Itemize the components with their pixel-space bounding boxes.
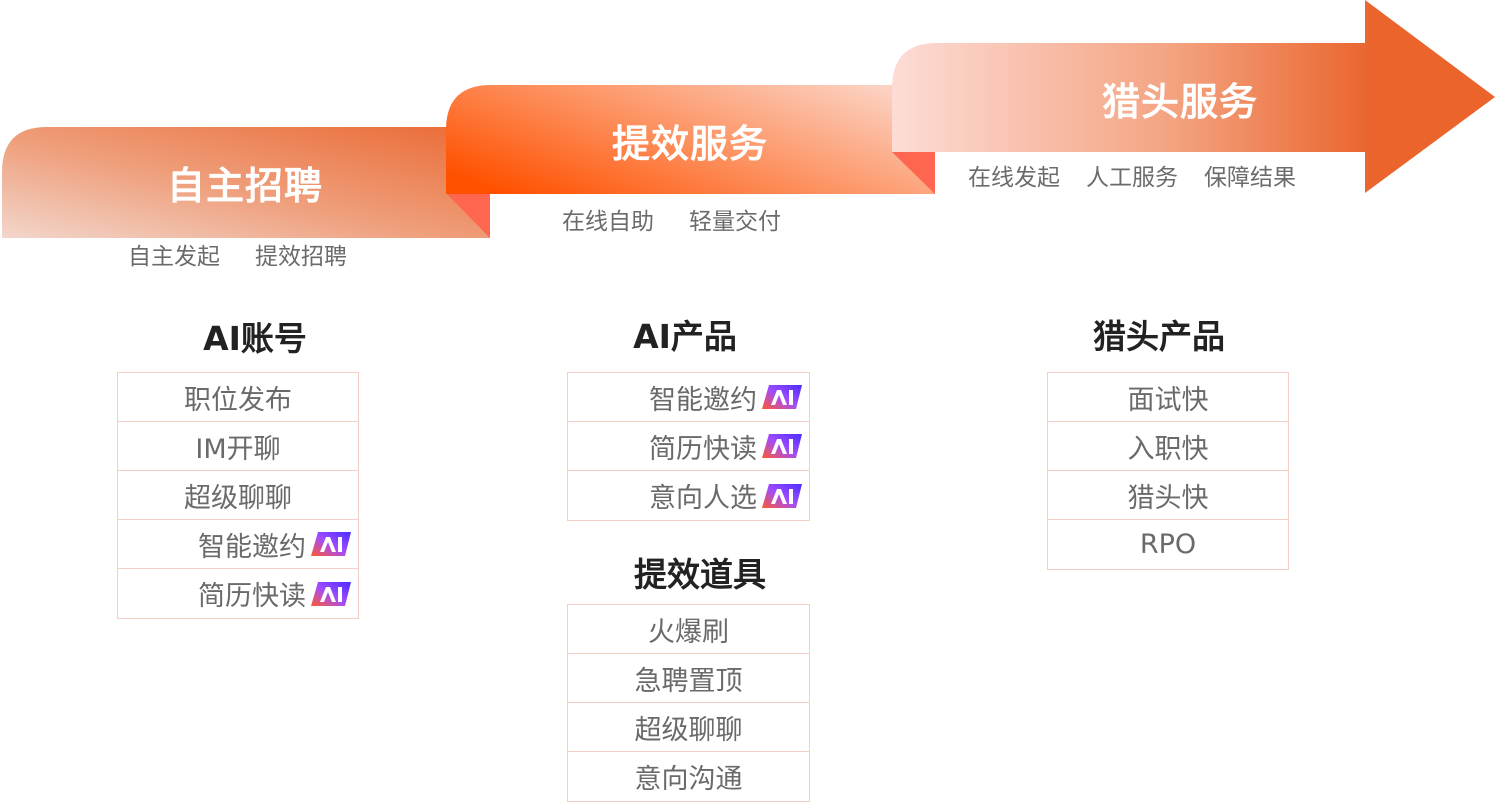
list-item: 简历快读: [118, 569, 358, 618]
ai-badge-icon: [762, 483, 802, 508]
boost-tools-list: 火爆刷急聘置顶超级聊聊意向沟通: [567, 604, 810, 802]
stage-2-fold: [892, 152, 935, 194]
column-title-ai-products: AI产品: [633, 317, 737, 356]
list-item: 急聘置顶: [568, 654, 809, 703]
list-item-label: 职位发布: [184, 384, 292, 416]
list-item-label: 智能邀约: [198, 531, 306, 563]
stage-3-subtitle: 人工服务: [1086, 165, 1178, 191]
list-item-label: 急聘置顶: [634, 665, 743, 697]
list-item-label: 超级聊聊: [634, 714, 743, 746]
column-title-boost-tools: 提效道具: [634, 555, 766, 594]
stage-2-subtitles: 在线自助 轻量交付: [562, 202, 781, 236]
stage-2-subtitle: 轻量交付: [689, 209, 781, 235]
column-title-headhunter-products: 猎头产品: [1093, 317, 1225, 356]
list-item-label: 火爆刷: [648, 616, 729, 648]
list-item-label: 简历快读: [649, 433, 757, 465]
stage-1-fold: [446, 193, 490, 238]
list-item: 火爆刷: [568, 605, 809, 654]
ai-badge-icon: [762, 385, 802, 409]
list-item-label: 猎头快: [1127, 482, 1209, 514]
stage-3-subtitle: 保障结果: [1204, 165, 1296, 191]
stage-1-ribbon: [2, 127, 490, 238]
list-item: 智能邀约: [568, 373, 809, 422]
list-item: 超级聊聊: [568, 703, 809, 752]
list-item: 智能邀约: [118, 520, 358, 569]
list-item: 意向沟通: [568, 752, 809, 801]
list-item: 超级聊聊: [118, 471, 358, 520]
ai-products-list: 智能邀约简历快读意向人选: [567, 372, 810, 521]
stage-2-ribbon: [446, 85, 935, 194]
list-item: IM开聊: [118, 422, 358, 471]
stage-3-title: 猎头服务: [1101, 80, 1258, 124]
list-item-label: 意向沟通: [634, 764, 743, 795]
list-item-label: 面试快: [1127, 384, 1209, 416]
list-item: RPO: [1048, 520, 1288, 569]
list-item: 猎头快: [1048, 471, 1288, 520]
list-item-label: RPO: [1139, 529, 1197, 560]
stage-1-subtitle: 提效招聘: [255, 244, 347, 270]
list-item: 简历快读: [568, 422, 809, 471]
headhunter-products-list: 面试快入职快猎头快 RPO: [1047, 372, 1289, 570]
list-item: 面试快: [1048, 373, 1288, 422]
stage-1-subtitle: 自主发起: [128, 244, 220, 270]
stage-2-title: 提效服务: [611, 122, 768, 166]
ai-account-list: 职位发布 IM开聊超级聊聊智能邀约简历快读: [117, 372, 359, 619]
stage-1-title: 自主招聘: [166, 164, 323, 208]
list-item-label: 入职快: [1127, 433, 1209, 465]
list-item-label: IM开聊: [195, 433, 281, 465]
list-item: 入职快: [1048, 422, 1288, 471]
stage-2-subtitle: 在线自助: [562, 209, 654, 235]
ai-badge-icon: [311, 532, 351, 556]
list-item: 职位发布: [118, 373, 358, 422]
stage-3-subtitle: 在线发起: [968, 165, 1060, 191]
ai-badge-icon: [311, 581, 351, 606]
ai-badge-icon: [762, 434, 802, 458]
column-title-ai-account: AI账号: [203, 319, 307, 358]
stage-3-subtitles: 在线发起 人工服务 保障结果: [968, 158, 1296, 192]
list-item-label: 超级聊聊: [184, 482, 292, 514]
list-item-label: 智能邀约: [649, 384, 757, 416]
stage-3-arrow: [892, 0, 1495, 193]
list-item: 意向人选: [568, 471, 809, 520]
list-item-label: 意向人选: [649, 483, 757, 514]
list-item-label: 简历快读: [198, 581, 306, 612]
stage-1-subtitles: 自主发起 提效招聘: [128, 237, 347, 271]
